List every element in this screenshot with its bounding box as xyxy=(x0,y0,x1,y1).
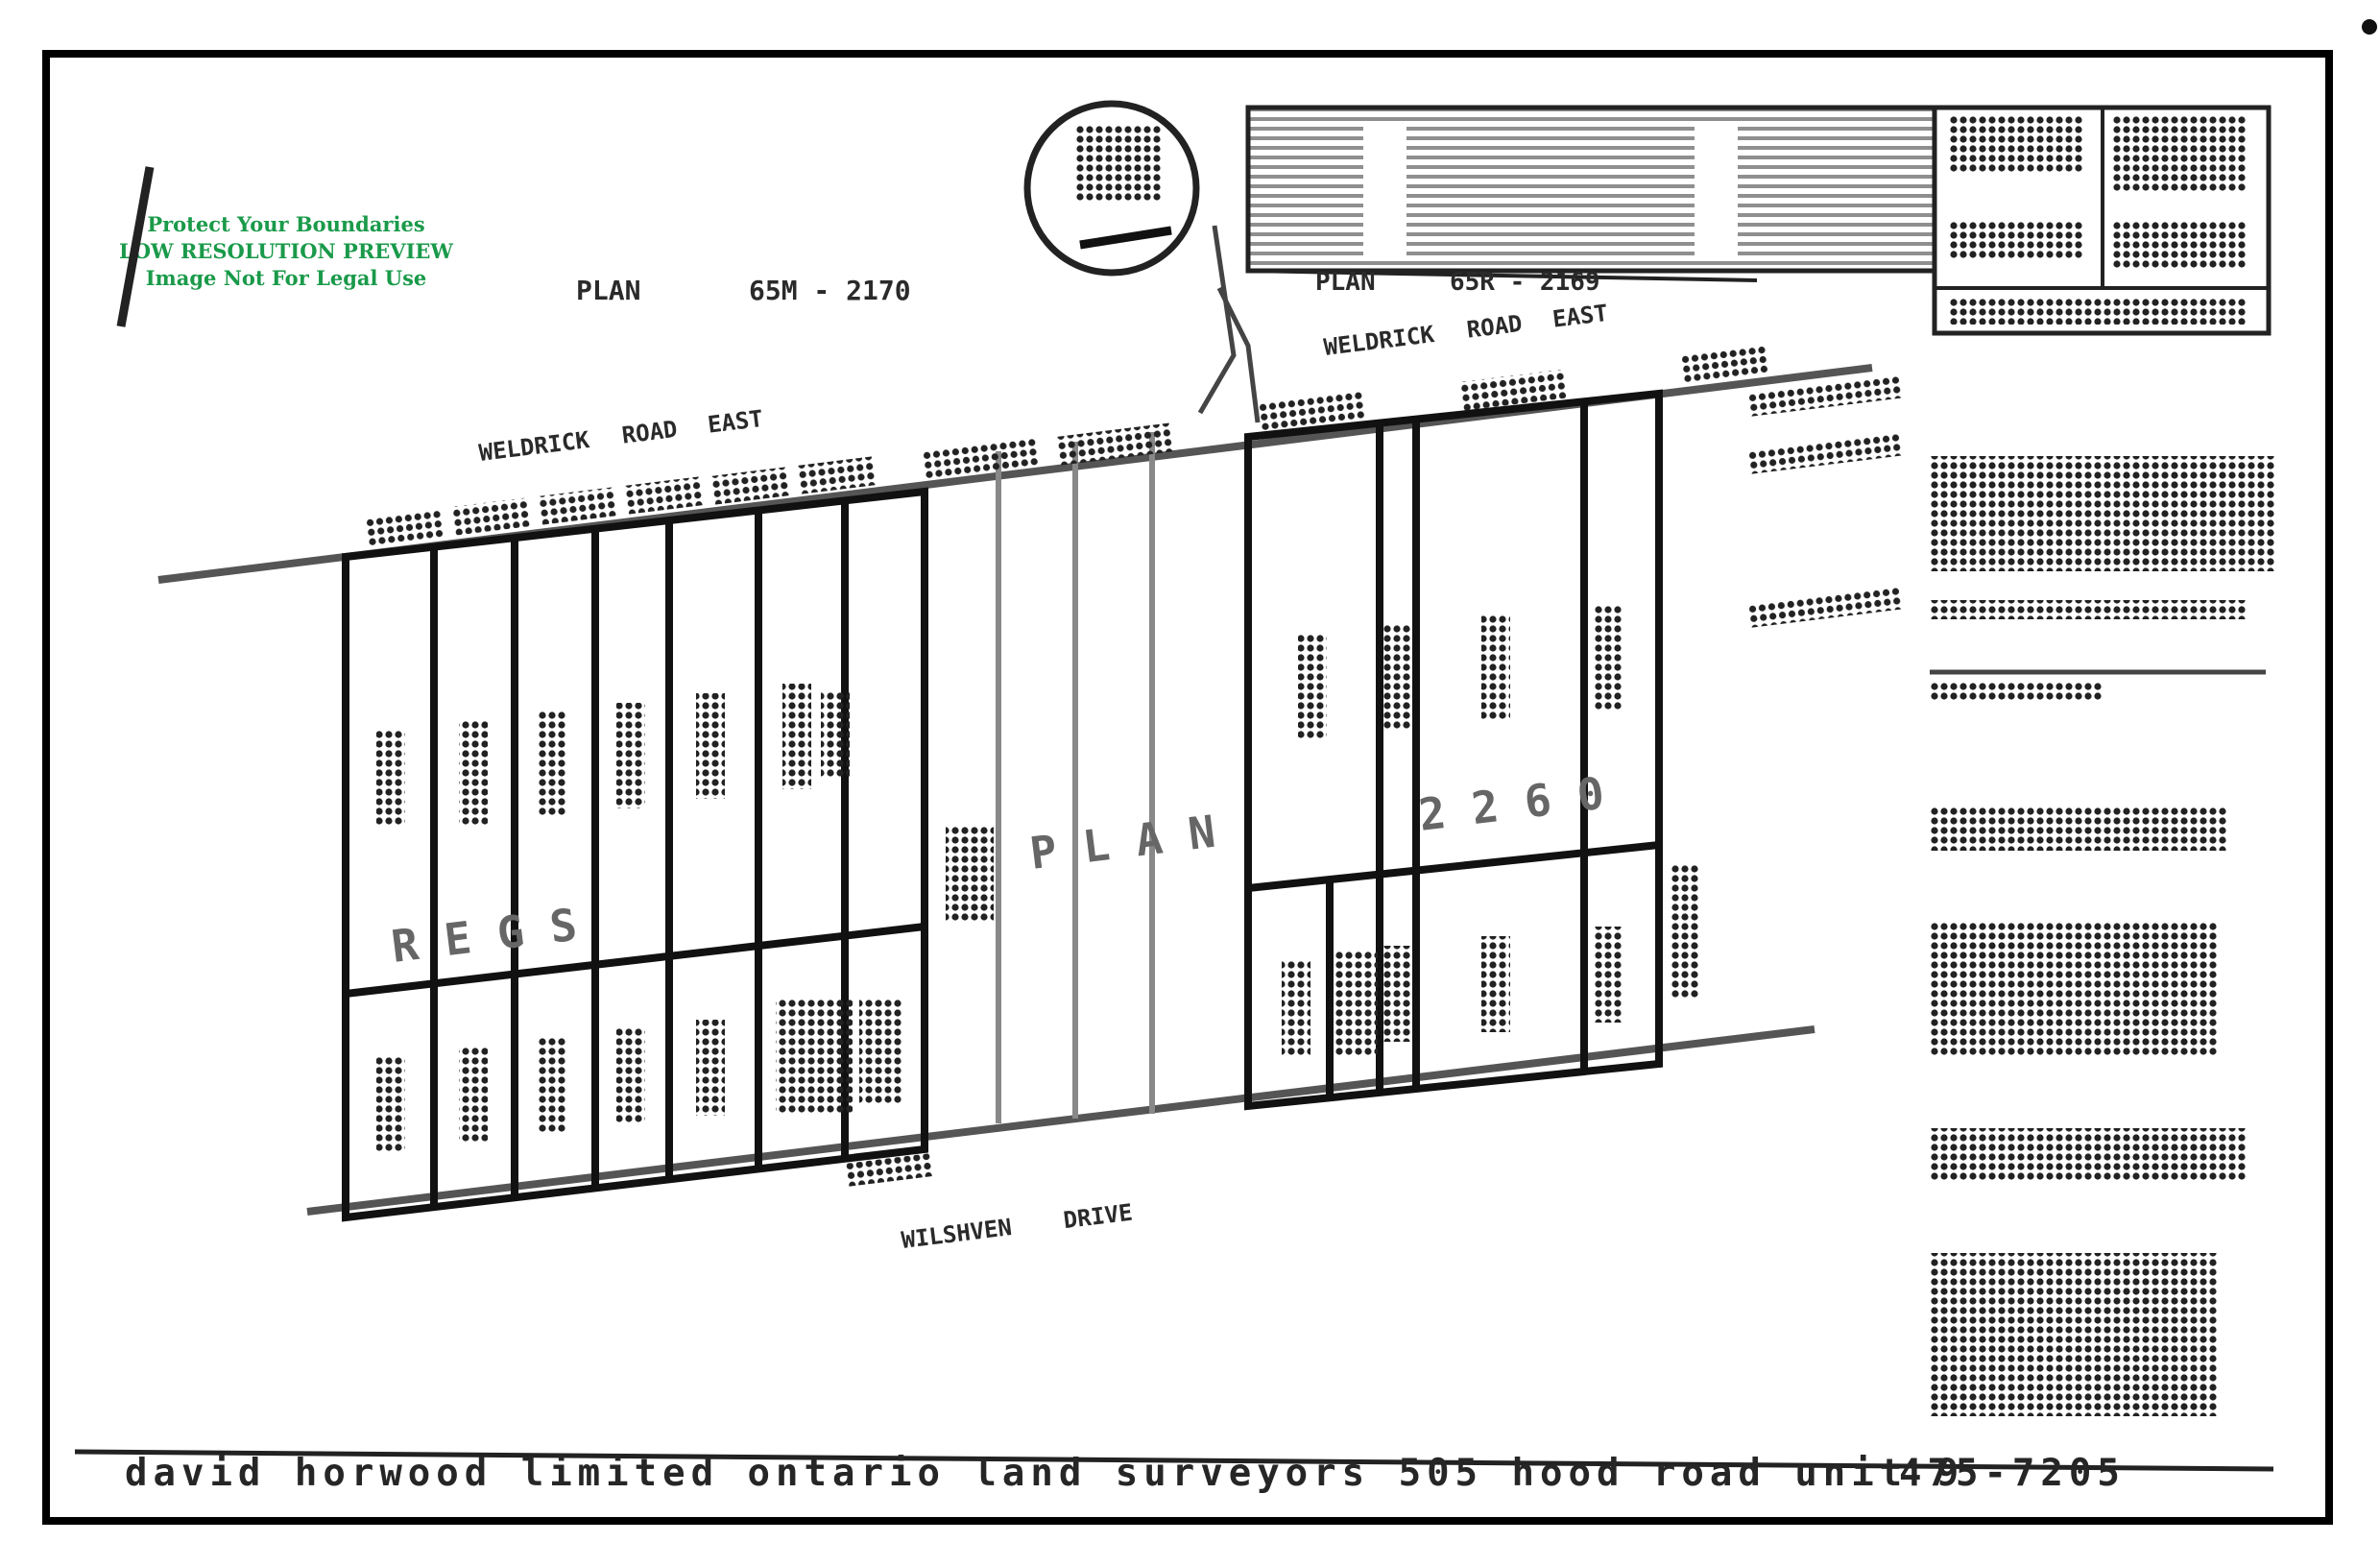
surveyor-phone: 475-7205 xyxy=(1899,1452,2126,1495)
surveyor-footer: david horwood limited ontario land surve… xyxy=(125,1452,2275,1509)
plan-label-left: PLAN xyxy=(576,275,640,306)
footer-rule xyxy=(74,1449,2274,1472)
watermark-line-3: Image Not For Legal Use xyxy=(145,266,427,290)
lot-annotations-east xyxy=(946,605,1699,1056)
schedule-table xyxy=(1245,105,1937,282)
lot-annotations-west xyxy=(376,684,902,1152)
watermark: Protect Your Boundaries LOW RESOLUTION P… xyxy=(113,211,459,292)
frontage-labels xyxy=(365,345,1903,1187)
road-south-label: WILSHVEN xyxy=(900,1214,1013,1254)
road-north-suffix-east: ROAD xyxy=(1465,310,1524,344)
watermark-line-1: Protect Your Boundaries xyxy=(147,212,425,236)
detail-leaders xyxy=(1197,225,1261,423)
road-south-suffix: DRIVE xyxy=(1062,1199,1134,1235)
road-north-suffix-west: ROAD xyxy=(620,416,679,449)
surveyor-name: david horwood limited ontario land surve… xyxy=(125,1452,1965,1495)
corner-mark xyxy=(2362,19,2377,35)
plan-number-top: 65R - 2169 xyxy=(1450,268,1600,297)
plan-label-top: PLAN xyxy=(1315,268,1376,297)
legend-column xyxy=(1930,456,2275,1416)
road-north-label-west: WELDRICK xyxy=(477,426,591,467)
road-north-label-east: WELDRICK xyxy=(1322,321,1436,361)
title-block xyxy=(1932,105,2272,336)
overlay-label-regs: R E G S xyxy=(389,899,580,973)
road-north-east-west: EAST xyxy=(707,405,765,439)
watermark-slash xyxy=(116,166,155,327)
road-north-east-east: EAST xyxy=(1551,300,1610,333)
sheet-border xyxy=(42,50,2333,1525)
road-lines xyxy=(157,364,1873,1216)
watermark-line-2: LOW RESOLUTION PREVIEW xyxy=(118,239,453,263)
lot-block-east xyxy=(1244,389,1663,1111)
overlay-label-number: 2 2 6 0 xyxy=(1416,767,1607,841)
detail-circle xyxy=(1023,100,1200,277)
plan-number-left: 65M - 2170 xyxy=(749,275,911,306)
overlay-label-plan: P L A N xyxy=(1027,806,1218,879)
